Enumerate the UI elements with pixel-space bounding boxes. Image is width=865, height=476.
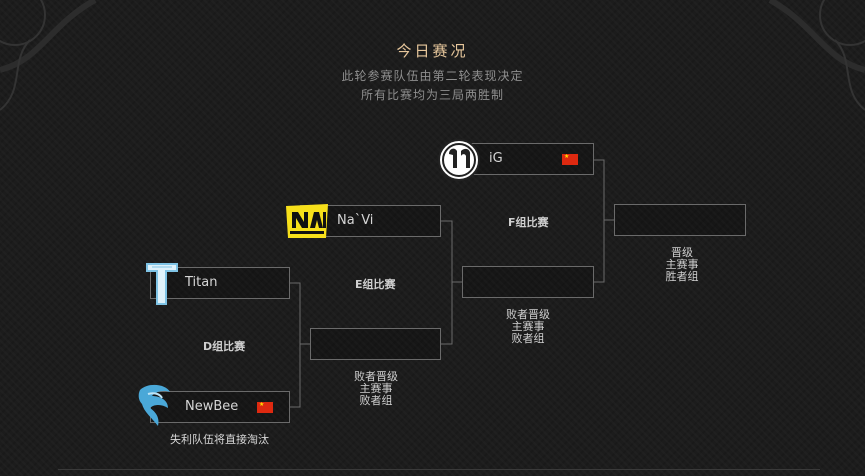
elimination-note: 失利队伍将直接淘汰 [170, 433, 269, 446]
team-slot-titan[interactable]: Titan [150, 267, 290, 299]
team-name: Titan [185, 275, 218, 290]
group-label-f: F组比赛 [508, 216, 549, 229]
china-flag-icon: ★ [562, 154, 578, 165]
winner-slot-d[interactable] [310, 328, 441, 360]
advance-note-d: 败者晋级 主赛事 败者组 [354, 370, 398, 407]
advance-note-e: 败者晋级 主赛事 败者组 [506, 308, 550, 345]
group-label-e: E组比赛 [355, 278, 396, 291]
group-label-d: D组比赛 [203, 340, 246, 353]
titan-logo-icon [146, 263, 178, 305]
team-name: iG [489, 151, 503, 166]
page-subtitle: 此轮参赛队伍由第二轮表现决定 [341, 69, 524, 83]
team-name: NewBee [185, 399, 239, 414]
winner-slot-f[interactable] [614, 204, 746, 236]
divider [58, 469, 820, 470]
team-name: Na`Vi [337, 213, 374, 228]
navi-logo-icon [286, 204, 328, 238]
team-slot-newbee[interactable]: NewBee ★ [150, 391, 290, 423]
china-flag-icon: ★ [257, 402, 273, 413]
advance-note-f: 晋级 主赛事 胜者组 [665, 246, 699, 283]
page-subtitle: 所有比赛均为三局两胜制 [360, 88, 504, 102]
newbee-logo-icon [138, 384, 170, 426]
page-title: 今日赛况 [396, 42, 469, 60]
winner-slot-e[interactable] [462, 266, 594, 298]
ig-logo-icon [438, 139, 480, 181]
